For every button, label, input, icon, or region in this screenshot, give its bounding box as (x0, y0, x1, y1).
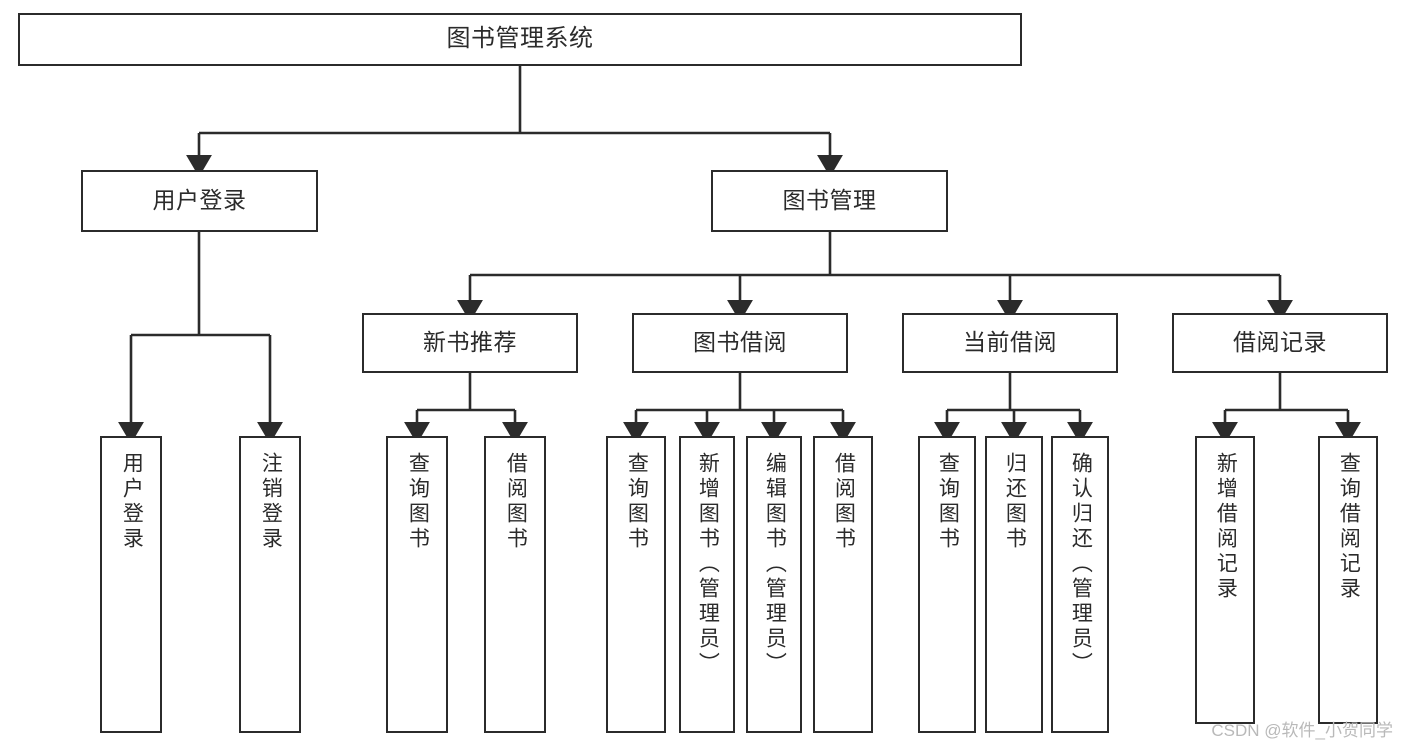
leaf-add-book-admin[interactable]: 新增图书（管理员） (679, 436, 735, 733)
node-root[interactable]: 图书管理系统 (18, 13, 1022, 66)
leaf-logout[interactable]: 注销登录 (239, 436, 301, 733)
leaf-add-borrow-record[interactable]: 新增借阅记录 (1195, 436, 1255, 724)
leaf-return-book[interactable]: 归还图书 (985, 436, 1043, 733)
leaf-query-book-current[interactable]: 查询图书 (918, 436, 976, 733)
node-user-login-label: 用户登录 (152, 187, 247, 214)
leaf-borrow-book[interactable]: 借阅图书 (813, 436, 873, 733)
leaf-user-login-label: 用户登录 (120, 452, 144, 552)
node-borrow-record[interactable]: 借阅记录 (1172, 313, 1388, 373)
leaf-borrow-book-recommend[interactable]: 借阅图书 (484, 436, 546, 733)
node-new-book-recommend-label: 新书推荐 (423, 329, 517, 356)
leaf-query-book-recommend-label: 查询图书 (406, 452, 430, 552)
leaf-borrow-book-recommend-label: 借阅图书 (504, 452, 528, 552)
leaf-return-book-label: 归还图书 (1003, 452, 1027, 552)
leaf-query-book-recommend[interactable]: 查询图书 (386, 436, 448, 733)
leaf-query-book-borrow[interactable]: 查询图书 (606, 436, 666, 733)
node-book-borrow-label: 图书借阅 (693, 329, 787, 356)
leaf-query-book-current-label: 查询图书 (936, 452, 960, 552)
watermark: CSDN @软件_小贺同学 (1211, 721, 1393, 740)
node-new-book-recommend[interactable]: 新书推荐 (362, 313, 578, 373)
leaf-edit-book-admin[interactable]: 编辑图书（管理员） (746, 436, 802, 733)
leaf-confirm-return-admin-label: 确认归还（管理员） (1069, 452, 1093, 677)
leaf-user-login[interactable]: 用户登录 (100, 436, 162, 733)
node-user-login[interactable]: 用户登录 (81, 170, 318, 232)
leaf-query-book-borrow-label: 查询图书 (625, 452, 649, 552)
node-book-borrow[interactable]: 图书借阅 (632, 313, 848, 373)
node-book-management-label: 图书管理 (782, 187, 877, 214)
node-current-borrow-label: 当前借阅 (963, 329, 1057, 356)
leaf-add-borrow-record-label: 新增借阅记录 (1214, 452, 1238, 602)
node-root-label: 图书管理系统 (446, 25, 594, 53)
leaf-logout-label: 注销登录 (259, 452, 283, 552)
node-borrow-record-label: 借阅记录 (1233, 329, 1327, 356)
node-current-borrow[interactable]: 当前借阅 (902, 313, 1118, 373)
leaf-edit-book-admin-label: 编辑图书（管理员） (763, 452, 787, 677)
leaf-query-borrow-record-label: 查询借阅记录 (1337, 452, 1361, 602)
leaf-add-book-admin-label: 新增图书（管理员） (696, 452, 720, 677)
leaf-confirm-return-admin[interactable]: 确认归还（管理员） (1051, 436, 1109, 733)
leaf-query-borrow-record[interactable]: 查询借阅记录 (1318, 436, 1378, 724)
leaf-borrow-book-label: 借阅图书 (832, 452, 856, 552)
node-book-management[interactable]: 图书管理 (711, 170, 948, 232)
